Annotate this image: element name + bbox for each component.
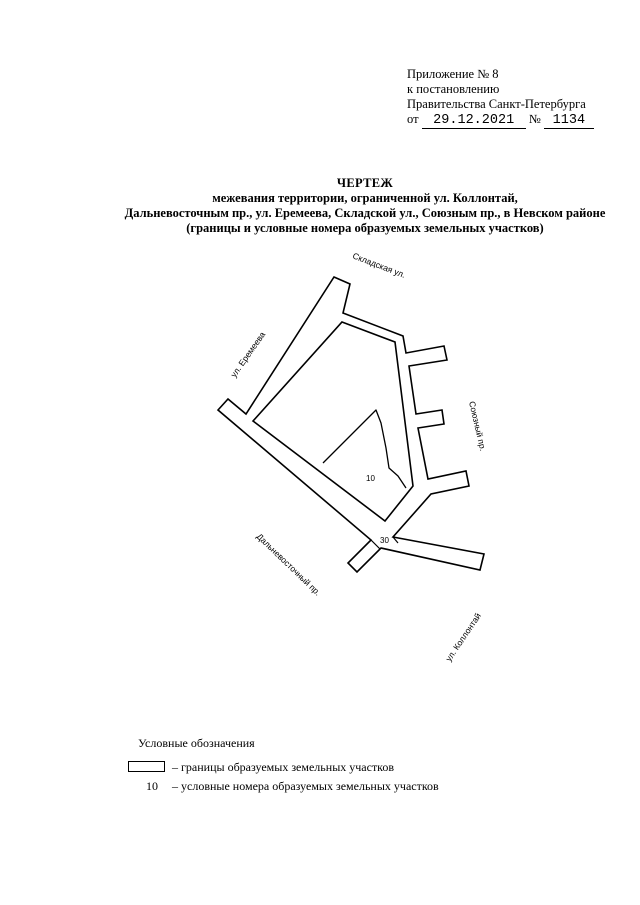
parcel-number-10: 10 — [366, 474, 375, 483]
legend-boundary-text: – границы образуемых земельных участков — [172, 760, 395, 774]
appendix-government: Правительства Санкт-Петербурга — [407, 97, 586, 111]
street-label-kollontai: ул. Коллонтай — [443, 611, 483, 663]
date-prefix: от — [407, 112, 419, 126]
legend-number-sample: 10 — [146, 779, 158, 793]
number-prefix: № — [528, 112, 541, 126]
legend-boundary-symbol — [128, 761, 165, 772]
legend-title: Условные обозначения — [138, 736, 255, 750]
drawing-title-line-1: межевания территории, ограниченной ул. К… — [212, 191, 518, 205]
street-label-skladskaya: Складская ул. — [351, 251, 407, 280]
resolution-date: 29.12.2021 — [421, 114, 526, 129]
road-parcel-outer-boundary — [216, 275, 485, 574]
appendix-resolution: к постановлению — [407, 82, 500, 96]
parcel-10-boundary — [322, 409, 407, 489]
drawing-heading: ЧЕРТЕЖ — [336, 176, 394, 190]
appendix-title: Приложение № 8 — [407, 67, 499, 81]
legend-number-text: – условные номера образуемых земельных у… — [172, 779, 439, 793]
block-inner-boundary — [251, 321, 414, 523]
street-label-soyuzny: Союзный пр. — [467, 400, 488, 452]
road-junction-line-a — [370, 539, 381, 550]
road-junction-line-b — [392, 536, 399, 544]
resolution-number: 1134 — [543, 114, 594, 129]
drawing-title-line-3: (границы и условные номера образуемых зе… — [186, 221, 544, 235]
appendix-date-line: от 29.12.2021 № 1134 — [407, 112, 594, 129]
appendix-block: Приложение № 8 к постановлению Правитель… — [407, 67, 594, 129]
parcel-number-30: 30 — [380, 536, 389, 545]
drawing-title: ЧЕРТЕЖ межевания территории, ограниченно… — [100, 176, 630, 236]
street-label-dalnevostochny: Дальневосточный пр. — [255, 531, 323, 597]
street-label-eremeeva: ул. Еремеева — [228, 330, 267, 380]
drawing-title-line-2: Дальневосточным пр., ул. Еремеева, Склад… — [124, 206, 606, 220]
